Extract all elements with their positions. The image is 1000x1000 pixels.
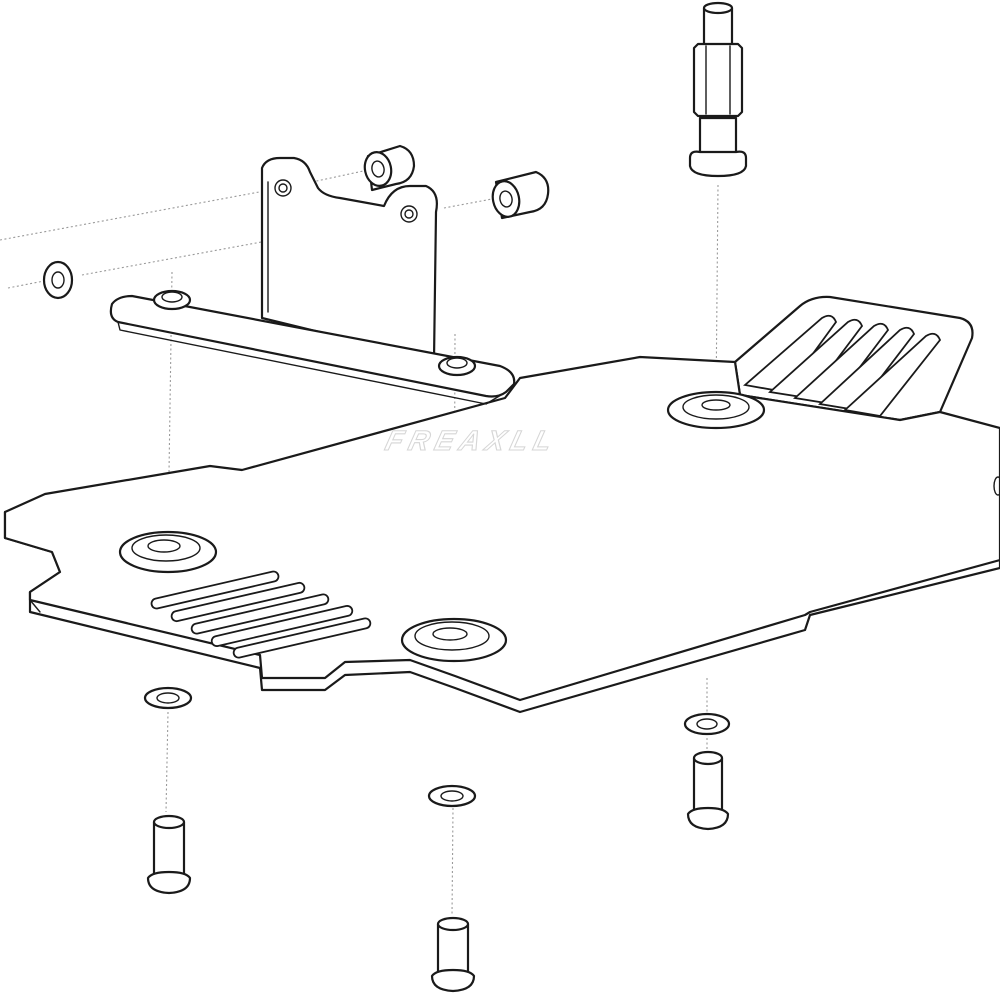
bar-bushing-right: [437, 355, 477, 377]
bracket-upright: [260, 156, 438, 362]
skid-plate-side-hole: [993, 476, 1000, 496]
washer-rear: [683, 712, 731, 736]
mounting-bracket: [109, 156, 516, 405]
rear-vent-slots: [742, 314, 942, 417]
pin-center: [430, 916, 476, 993]
stud-hex-nut: [692, 42, 744, 118]
bar-bushing-left: [152, 289, 192, 311]
stud-flange: [688, 150, 748, 178]
threaded-stud: [688, 1, 748, 178]
pin-rear: [686, 750, 730, 831]
washer-side: [42, 260, 74, 300]
skid-plate-fold-line: [519, 614, 806, 701]
bracket-hole-upper: [274, 179, 292, 197]
mounting-hole-left: [118, 530, 218, 574]
skid-plate: [3, 295, 1000, 714]
mounting-hole-center: [400, 617, 508, 663]
spacer-large: [491, 170, 550, 220]
mounting-hole-rear: [666, 390, 766, 430]
front-vent-slots: [150, 570, 372, 659]
spacer-small: [363, 144, 416, 192]
watermark-text: FREAXLL: [382, 425, 561, 457]
washer-left: [143, 686, 193, 710]
washer-center: [427, 784, 477, 808]
pin-left: [146, 814, 192, 895]
bracket-base-bar: [109, 294, 516, 398]
bracket-hole-lower: [400, 205, 418, 223]
